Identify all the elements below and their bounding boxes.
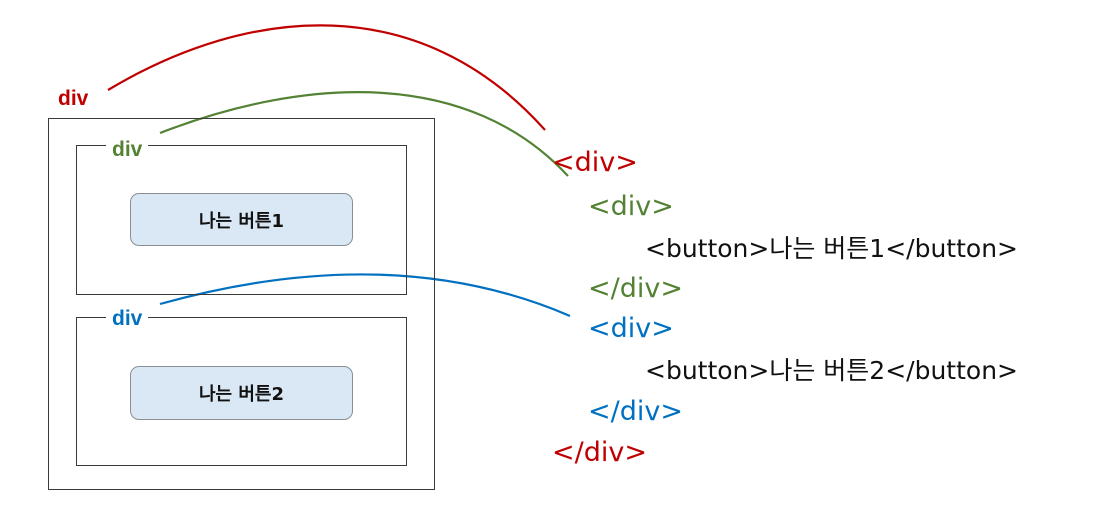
code-button2: <button>나는 버튼2</button> [645, 356, 1018, 385]
code-inner1-close: </div> [588, 273, 683, 304]
inner-div-label-1: div [106, 137, 149, 163]
code-outer-open: <div> [552, 147, 638, 178]
code-inner1-open: <div> [588, 191, 674, 222]
connector-inner1-div [159, 91, 569, 177]
button-1[interactable]: 나는 버튼1 [130, 193, 353, 246]
inner-div-label-2: div [106, 306, 149, 332]
code-inner2-close: </div> [588, 396, 683, 427]
code-outer-close: </div> [552, 437, 647, 468]
code-button1: <button>나는 버튼1</button> [645, 234, 1018, 263]
code-inner2-open: <div> [588, 313, 674, 344]
inner-div-box-1 [76, 145, 407, 295]
connector-outer-div [107, 24, 546, 131]
connector-inner2-div [159, 273, 571, 318]
outer-div-box [48, 118, 435, 490]
inner-div-box-2 [76, 317, 407, 466]
button-2[interactable]: 나는 버튼2 [130, 366, 353, 420]
outer-div-label: div [58, 86, 89, 112]
